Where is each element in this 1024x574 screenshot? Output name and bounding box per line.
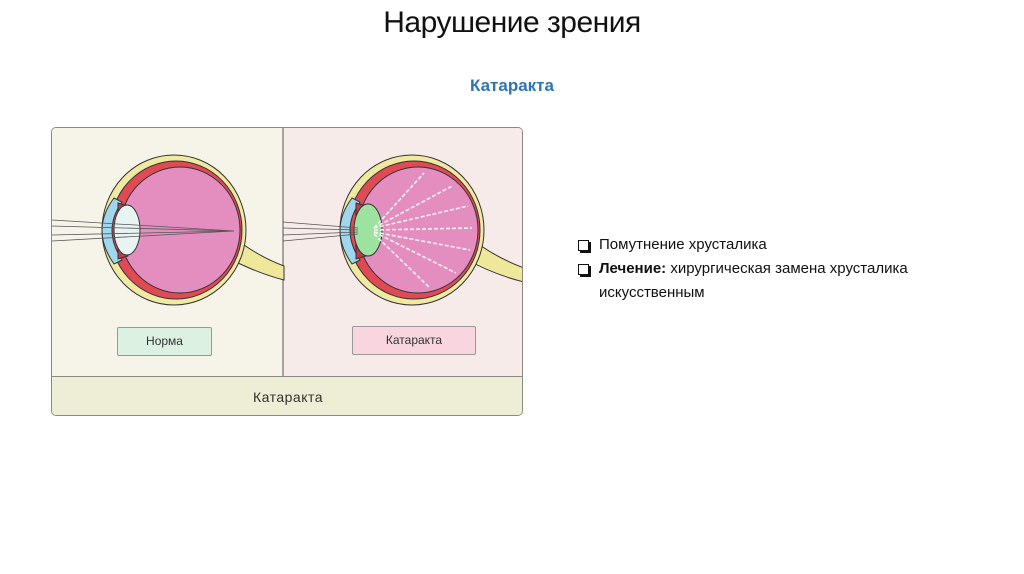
light-rays-cataract-scattered [373,172,473,289]
bullet-content: Лечение: хирургическая замена хрусталика… [599,257,997,305]
slide-subtitle: Катаракта [470,76,554,95]
eye-figure: Норма Катаракта Катаракта [51,127,523,416]
checkbox-bullet-icon [578,240,589,251]
bullet-item: Лечение: хирургическая замена хрусталика… [577,257,997,305]
bullet-list: Помутнение хрусталика Лечение: хирургиче… [577,233,997,305]
lens-normal [113,204,141,256]
bullet-bold-label: Лечение: [599,260,667,277]
slide-title: Нарушение зрения [383,6,641,39]
light-rays-cataract-in [282,221,359,242]
cornea-cataract [339,197,361,265]
eye-diagram [52,128,522,378]
bullet-text: хирургическая замена хрусталика искусств… [599,260,908,301]
bullet-item: Помутнение хрусталика [577,233,997,257]
label-cataract: Катаракта [352,326,476,355]
light-rays-normal [52,219,235,242]
figure-footer: Катаракта [52,376,522,415]
cornea-normal [101,197,123,265]
checkbox-bullet-icon [578,264,589,275]
label-normal: Норма [117,327,212,356]
bullet-text: Помутнение хрусталика [599,236,767,253]
normal-eye-illustration [101,154,285,306]
